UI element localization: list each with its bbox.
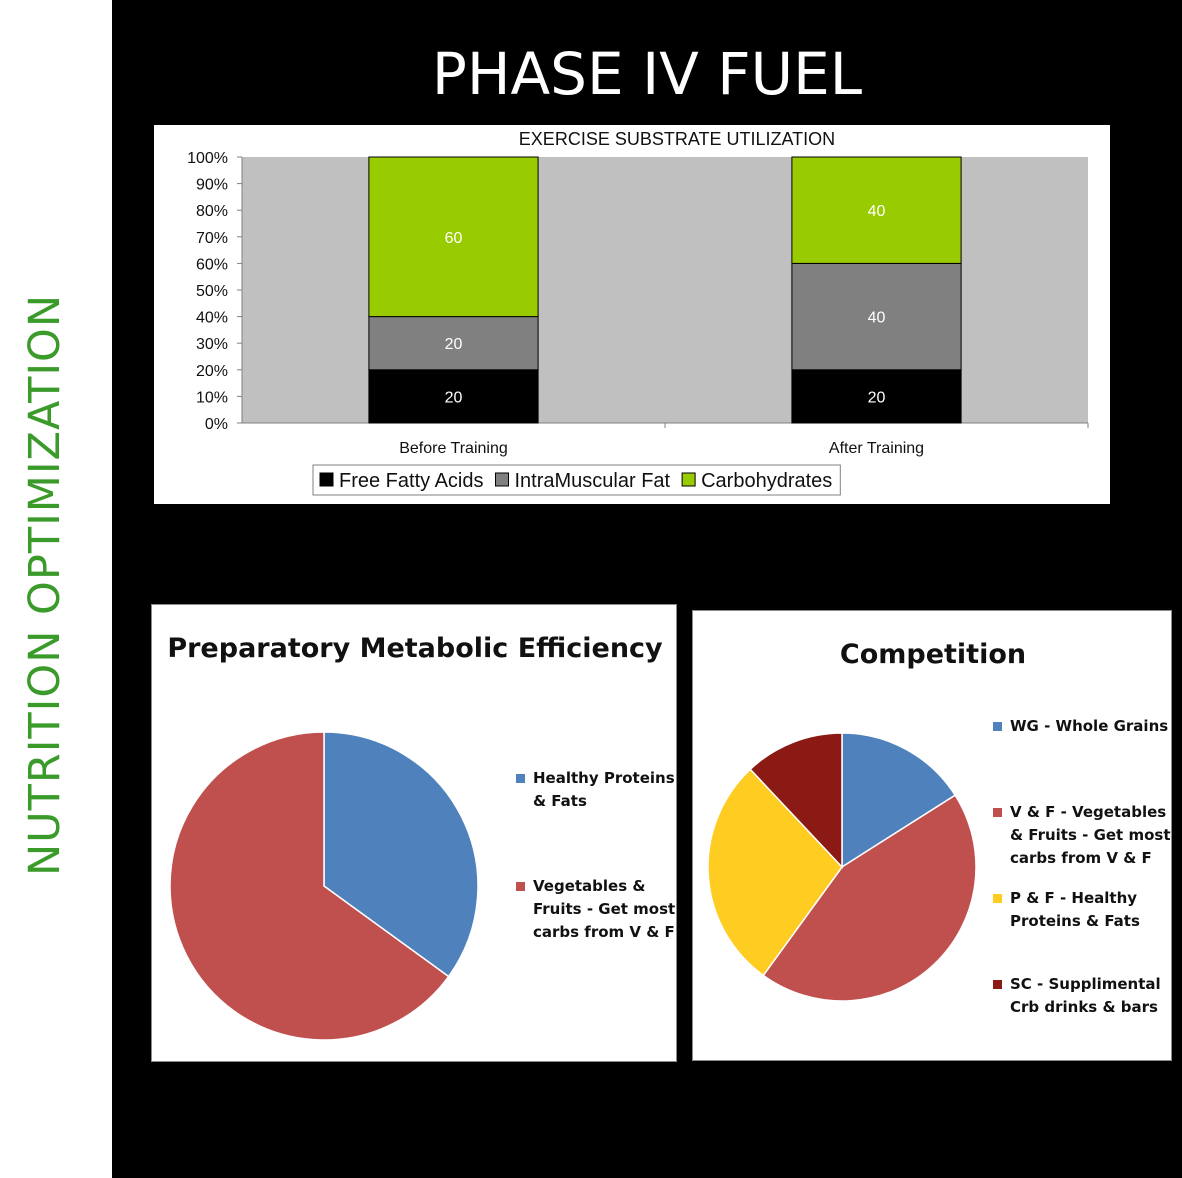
page-title: PHASE IV FUEL — [431, 40, 863, 108]
pie-chart-title: Preparatory Metabolic Efficiency — [167, 633, 663, 664]
y-tick-label: 80% — [196, 203, 228, 220]
bar-chart-panel: EXERCISE SUBSTRATE UTILIZATION 0% 10% 20% 30… — [154, 125, 1110, 504]
y-tick-label: 0% — [205, 416, 228, 433]
legend-swatch — [681, 472, 696, 487]
data-label: 40 — [868, 310, 886, 327]
y-tick-label: 40% — [196, 310, 228, 327]
legend-label: WG - Whole Grains — [1010, 717, 1169, 735]
x-tick-label: After Training — [829, 440, 924, 457]
legend-item: SC - Supplimental Crb drinks & bars — [993, 973, 1161, 1019]
bar-segment — [368, 156, 539, 318]
bar-segment — [368, 369, 539, 424]
legend-label: SC - Supplimental Crb drinks & bars — [1010, 975, 1161, 1016]
legend-label: V & F - Vegetables & Fruits - Get most c… — [1010, 803, 1171, 867]
chart-legend: Free Fatty Acids IntraMuscular Fat Carbohy… — [312, 464, 841, 496]
y-tick-label: 100% — [187, 150, 228, 167]
bar-segment — [791, 262, 962, 371]
legend-swatch — [516, 774, 525, 783]
legend-box — [312, 464, 841, 496]
y-tick-label: 60% — [196, 256, 228, 273]
bar-chart: EXERCISE SUBSTRATE UTILIZATION 0% 10% 20% 30… — [187, 129, 1089, 496]
pie-slice — [762, 794, 977, 1002]
legend-swatch — [993, 722, 1002, 731]
y-tick-label: 10% — [196, 389, 228, 406]
side-label: NUTRITION OPTIMIZATION — [20, 293, 70, 877]
data-label: 20 — [868, 389, 886, 406]
side-strip — [0, 0, 112, 1178]
legend-label: IntraMuscular Fat — [515, 470, 671, 492]
pie-slice — [841, 732, 957, 869]
y-tick-label: 90% — [196, 177, 228, 194]
pie-chart-competition — [707, 732, 977, 1002]
data-label: 20 — [445, 389, 463, 406]
pie-slice — [749, 732, 843, 869]
legend-swatch — [993, 894, 1002, 903]
legend-label: P & F - Healthy Proteins & Fats — [1010, 889, 1140, 930]
legend-item: WG - Whole Grains — [993, 715, 1168, 738]
data-label: 40 — [868, 203, 886, 220]
legend-item: V & F - Vegetables & Fruits - Get most c… — [993, 801, 1171, 870]
pie-slice — [169, 731, 450, 1041]
pie-chart-panel-preparatory: Preparatory Metabolic Efficiency Healthy… — [151, 604, 677, 1062]
legend-label: Vegetables & Fruits - Get most carbs fro… — [533, 877, 676, 941]
y-tick-label: 20% — [196, 363, 228, 380]
y-tick-label: 70% — [196, 230, 228, 247]
pie-chart-panel-competition: Competition WG - Whole Grains V & F - Veg… — [692, 610, 1172, 1061]
legend-item: Healthy Proteins & Fats — [516, 767, 675, 813]
legend-swatch — [319, 472, 334, 487]
legend-label: Free Fatty Acids — [339, 470, 484, 492]
legend-swatch — [993, 980, 1002, 989]
pie-slice — [707, 768, 843, 977]
legend-label: Healthy Proteins & Fats — [533, 769, 675, 810]
y-tick-label: 50% — [196, 283, 228, 300]
legend-swatch — [993, 808, 1002, 817]
legend-item: Vegetables & Fruits - Get most carbs fro… — [516, 875, 675, 944]
bar-segment — [368, 316, 539, 371]
legend-swatch — [516, 882, 525, 891]
data-label: 60 — [445, 230, 463, 247]
legend-item: P & F - Healthy Proteins & Fats — [993, 887, 1140, 933]
pie-chart-preparatory — [169, 731, 479, 1041]
y-tick-label: 30% — [196, 336, 228, 353]
legend-swatch — [495, 472, 509, 487]
x-tick-label: Before Training — [399, 440, 508, 457]
pie-chart-title: Competition — [839, 639, 1027, 670]
data-label: 20 — [445, 336, 463, 353]
pie-slice — [323, 731, 479, 978]
legend-label: Carbohydrates — [701, 470, 832, 492]
bar-segment — [791, 156, 962, 264]
chart-title: EXERCISE SUBSTRATE UTILIZATION — [519, 129, 835, 149]
